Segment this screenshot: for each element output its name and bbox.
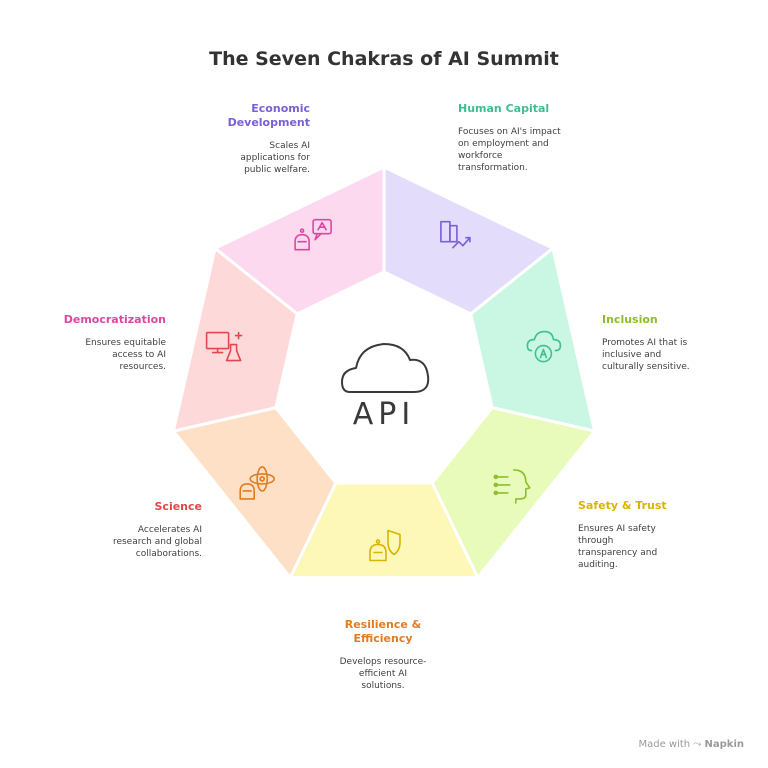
- resilience-desc-line: Develops resource-: [339, 657, 427, 667]
- science-title: Science: [154, 500, 203, 513]
- economic-desc-line: public welfare.: [244, 165, 310, 175]
- label-safety-trust: Safety & Trust Ensures AI safety through…: [578, 499, 728, 571]
- democratization-title: Democratization: [63, 313, 166, 326]
- resilience-efficiency-title: Resilience & Efficiency: [308, 618, 458, 646]
- inclusion-title: Inclusion: [602, 313, 658, 326]
- resilience-desc-line: efficient AI: [358, 669, 408, 679]
- inclusion-desc-line: Promotes AI that is: [602, 338, 688, 348]
- economic-development-title: Economic Development: [160, 102, 310, 130]
- economic-desc-line: applications for: [240, 153, 310, 163]
- democratization-desc-line: resources.: [119, 362, 166, 372]
- label-resilience-efficiency: Resilience & Efficiency Develops resourc…: [308, 618, 458, 692]
- resilience-title-line-2: Efficiency: [353, 632, 413, 645]
- economic-development-desc: Scales AI applications for public welfar…: [160, 140, 310, 176]
- human-desc-line: on employment and: [458, 139, 549, 149]
- inclusion-desc: Promotes AI that is inclusive and cultur…: [602, 337, 752, 373]
- label-inclusion: Inclusion Promotes AI that is inclusive …: [602, 313, 752, 373]
- science-desc-line: collaborations.: [135, 549, 202, 559]
- resilience-desc-line: solutions.: [361, 681, 405, 691]
- human-desc-line: transformation.: [458, 163, 528, 173]
- democratization-desc-line: access to AI: [112, 350, 166, 360]
- diagram-title: The Seven Chakras of AI Summit: [209, 48, 559, 70]
- safety-trust-desc: Ensures AI safety through transparency a…: [578, 523, 728, 571]
- footer-brand: Napkin: [704, 739, 744, 750]
- resilience-efficiency-desc: Develops resource- efficient AI solution…: [308, 656, 458, 692]
- label-human-capital: Human Capital Focuses on AI's impact on …: [458, 102, 608, 174]
- label-democratization: Democratization Ensures equitable access…: [16, 313, 166, 373]
- safety-desc-line: Ensures AI safety: [578, 524, 656, 534]
- safety-trust-title: Safety & Trust: [578, 499, 667, 512]
- economic-title-line-2: Development: [227, 116, 310, 129]
- cloud-ai-icon: [526, 330, 562, 363]
- ai-head-icon: [493, 469, 531, 504]
- human-capital-title: Human Capital: [458, 102, 550, 115]
- safety-desc-line: transparency and: [578, 548, 658, 558]
- robot-chat-icon: [294, 218, 332, 251]
- napkin-logo-icon: ⤳: [693, 739, 702, 750]
- economic-desc-line: Scales AI: [269, 141, 310, 151]
- safety-desc-line: through: [578, 536, 614, 546]
- safety-desc-line: auditing.: [578, 560, 618, 570]
- inclusion-desc-line: inclusive and: [602, 350, 662, 360]
- label-science: Science Accelerates AI research and glob…: [52, 500, 202, 560]
- science-desc-line: Accelerates AI: [137, 525, 202, 535]
- label-economic-development: Economic Development Scales AI applicati…: [160, 102, 310, 176]
- cloud-icon: [341, 343, 430, 393]
- democratization-desc: Ensures equitable access to AI resources…: [16, 337, 166, 373]
- city-growth-icon: [440, 220, 471, 249]
- robot-shield-icon: [369, 529, 401, 562]
- resilience-title-line-1: Resilience &: [344, 618, 422, 631]
- computer-flask-icon: [205, 331, 243, 362]
- science-desc-line: research and global: [112, 537, 202, 547]
- footer-prefix: Made with: [638, 739, 691, 750]
- footer-credit[interactable]: Made with ⤳ Napkin: [638, 739, 744, 750]
- economic-title-line-1: Economic: [251, 102, 310, 115]
- human-desc-line: workforce: [458, 151, 503, 161]
- segment-democratization: [212, 164, 386, 316]
- center-cloud: API: [341, 343, 430, 432]
- human-desc-line: Focuses on AI's impact: [458, 127, 561, 137]
- democratization-desc-line: Ensures equitable: [85, 338, 166, 348]
- inclusion-desc-line: culturally sensitive.: [602, 362, 690, 372]
- science-desc: Accelerates AI research and global colla…: [52, 524, 202, 560]
- center-label: API: [353, 397, 415, 432]
- robot-atom-icon: [239, 466, 276, 500]
- human-capital-desc: Focuses on AI's impact on employment and…: [458, 126, 608, 174]
